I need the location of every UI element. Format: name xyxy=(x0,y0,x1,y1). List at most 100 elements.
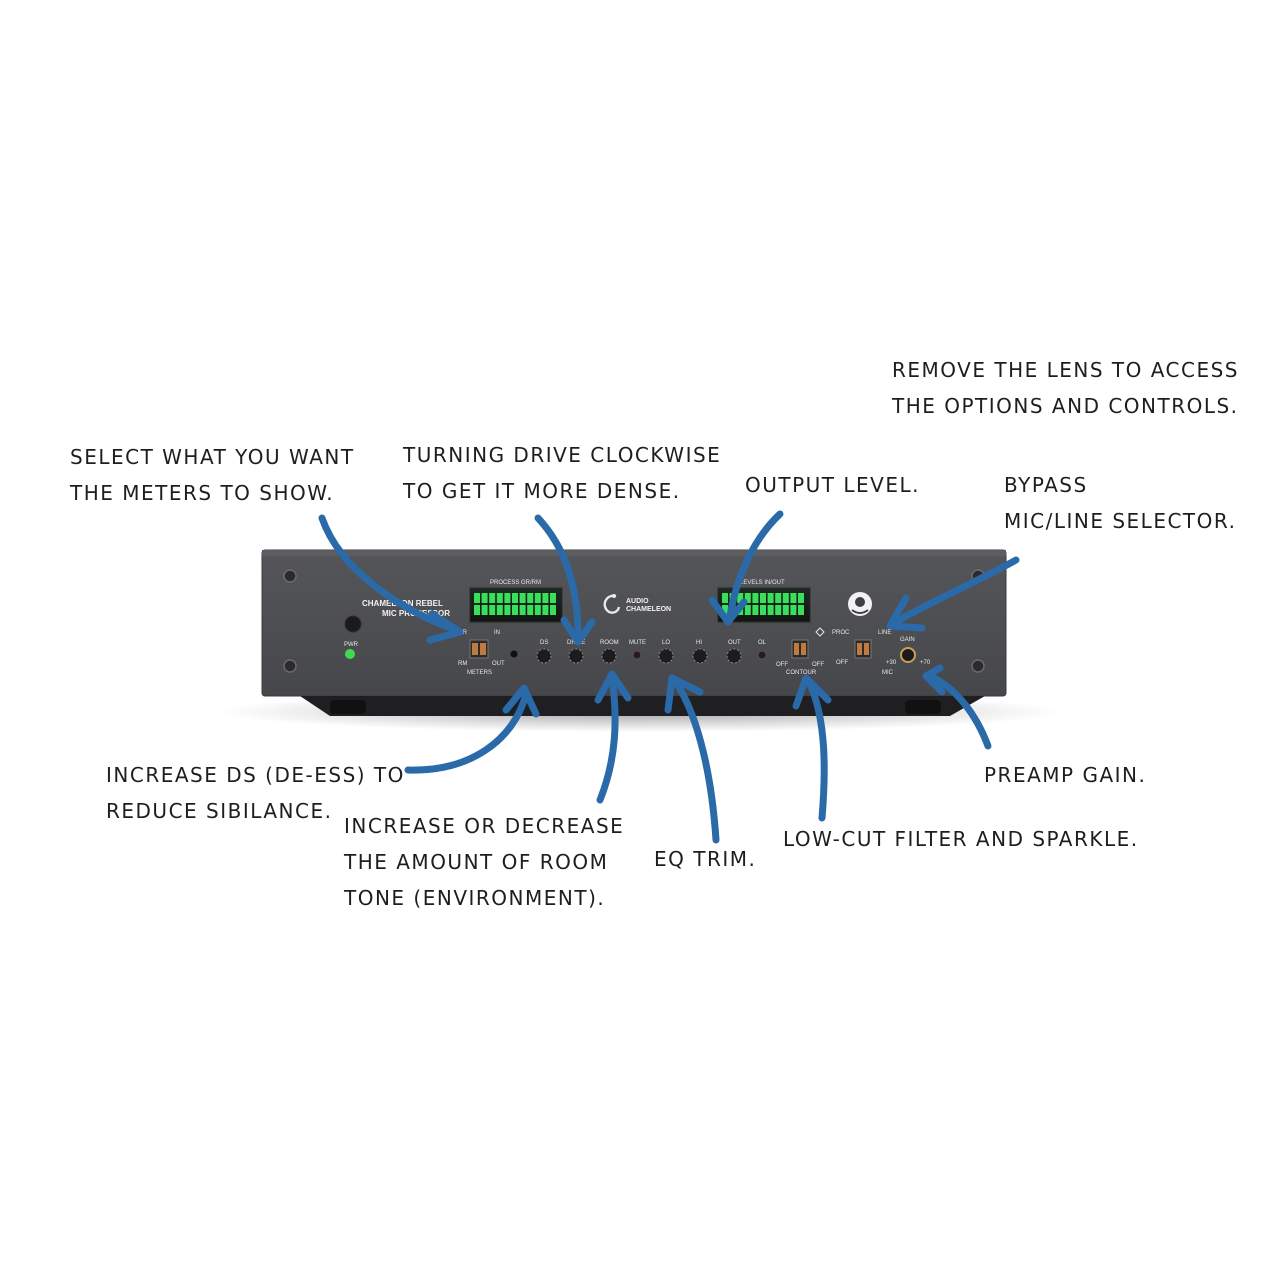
meter-left-segment xyxy=(550,593,556,603)
meters-rm-label: RM xyxy=(458,661,467,667)
power-button[interactable] xyxy=(344,615,362,633)
mute-button[interactable]: MUTE xyxy=(629,640,646,660)
meter-left-segment xyxy=(512,605,518,615)
brand-line2: CHAMELEON xyxy=(626,606,671,613)
note-output-line1: OUTPUT LEVEL. xyxy=(745,473,920,497)
meter-right-segment xyxy=(790,593,797,603)
arrow-meters xyxy=(318,514,464,644)
meter-right-segment xyxy=(744,605,751,615)
mic-label: MIC xyxy=(882,670,894,676)
knob-hi[interactable]: HI xyxy=(692,640,708,664)
note-bypass-line2: MIC/LINE SELECTOR. xyxy=(1004,509,1237,533)
knob-room[interactable]: ROOM xyxy=(600,640,619,664)
meters-led xyxy=(510,650,518,658)
note-lowcut-line1: LOW-CUT FILTER AND SPARKLE. xyxy=(783,827,1139,851)
note-lens: REMOVE THE LENS TO ACCESS THE OPTIONS AN… xyxy=(892,352,1239,424)
meter-right-segment xyxy=(760,593,766,603)
meter-right-segment xyxy=(782,605,789,615)
svg-text:DS: DS xyxy=(540,640,548,646)
meter-right-segment xyxy=(744,593,751,603)
note-room-line2: THE AMOUNT OF ROOM xyxy=(344,850,609,874)
arrow-eq xyxy=(664,674,720,844)
note-meters-line2: THE METERS TO SHOW. xyxy=(70,481,335,505)
off-label: OFF xyxy=(836,660,848,666)
note-bypass-line1: BYPASS xyxy=(1004,473,1088,497)
svg-text:OL: OL xyxy=(758,640,767,646)
meter-right-title: LEVELS IN/OUT xyxy=(740,580,785,586)
knob-lo[interactable]: LO xyxy=(658,640,674,664)
meter-right-segment xyxy=(798,593,804,603)
meter-left-segment xyxy=(550,605,556,615)
meter-left-title: PROCESS GR/RM xyxy=(490,580,541,586)
note-room-line1: INCREASE OR DECREASE xyxy=(344,814,625,838)
meter-left-segment xyxy=(542,605,549,615)
meter-left-segments xyxy=(474,593,556,615)
meter-right-segment xyxy=(767,593,774,603)
lens-emblem-icon[interactable] xyxy=(848,592,872,616)
gain-min-label: +30 xyxy=(886,660,897,666)
meters-in-label: IN xyxy=(494,630,500,636)
meter-right-segment xyxy=(790,605,797,615)
meter-right-segment xyxy=(752,593,759,603)
note-ds-line2: REDUCE SIBILANCE. xyxy=(106,799,333,823)
pwr-label: PWR xyxy=(344,642,359,648)
note-meters-select: SELECT WHAT YOU WANT THE METERS TO SHOW. xyxy=(70,439,355,511)
svg-text:OUT: OUT xyxy=(728,640,741,646)
meters-out-label: OUT xyxy=(492,661,505,667)
arrow-bypass xyxy=(886,556,1020,632)
note-eq-line1: EQ TRIM. xyxy=(654,847,757,871)
meter-right-segment xyxy=(752,605,759,615)
meter-right-segment xyxy=(722,593,728,603)
note-output: OUTPUT LEVEL. xyxy=(745,467,920,503)
arrow-ds xyxy=(404,684,540,774)
arrow-room xyxy=(594,670,632,804)
svg-text:HI: HI xyxy=(696,640,702,646)
arrow-lowcut xyxy=(792,674,832,822)
meter-left-segment xyxy=(504,605,511,615)
meters-label: METERS xyxy=(467,670,492,676)
meter-left-segment xyxy=(534,605,541,615)
note-lens-line1: REMOVE THE LENS TO ACCESS xyxy=(892,358,1240,382)
audio-chameleon-logo-icon xyxy=(603,594,621,614)
meter-right-segment xyxy=(767,605,774,615)
chassis xyxy=(261,549,1007,716)
proc-label: PROC xyxy=(832,630,850,636)
foot-right xyxy=(905,700,941,714)
meter-left-segment xyxy=(534,593,541,603)
svg-text:LO: LO xyxy=(662,640,670,646)
note-lens-line2: THE OPTIONS AND CONTROLS. xyxy=(892,394,1239,418)
meter-left-segment xyxy=(474,593,480,603)
meter-right-segment xyxy=(798,605,804,615)
note-gain-line1: PREAMP GAIN. xyxy=(984,763,1147,787)
svg-text:MUTE: MUTE xyxy=(629,640,646,646)
svg-text:ROOM: ROOM xyxy=(600,640,619,646)
meter-right-segment xyxy=(775,605,782,615)
meter-left-segment xyxy=(519,605,526,615)
brand-line1: AUDIO xyxy=(626,598,649,605)
note-room: INCREASE OR DECREASE THE AMOUNT OF ROOM … xyxy=(344,808,624,916)
meter-left-segment xyxy=(504,593,511,603)
meter-left-segment xyxy=(474,605,480,615)
note-drive-line1: TURNING DRIVE CLOCKWISE xyxy=(403,443,722,467)
note-bypass: BYPASS MIC/LINE SELECTOR. xyxy=(1004,467,1236,539)
meter-left-segment xyxy=(481,593,488,603)
meter-left-segment xyxy=(481,605,488,615)
note-drive-line2: TO GET IT MORE DENSE. xyxy=(403,479,681,503)
note-lowcut: LOW-CUT FILTER AND SPARKLE. xyxy=(783,821,1139,857)
note-gain: PREAMP GAIN. xyxy=(984,757,1146,793)
knob-ds[interactable]: DS xyxy=(536,640,552,664)
meter-left-segment xyxy=(512,593,518,603)
meter-left-segment xyxy=(489,593,496,603)
sparkle-icon xyxy=(815,627,825,637)
knob-out[interactable]: OUT xyxy=(726,640,742,664)
gain-max-label: +70 xyxy=(920,660,931,666)
meter-left-segment xyxy=(519,593,526,603)
meter-right-segment xyxy=(775,593,782,603)
gain-knob[interactable] xyxy=(900,647,916,663)
foot-left xyxy=(330,700,366,714)
arrow-output xyxy=(708,510,784,626)
pwr-led xyxy=(345,649,355,659)
meter-left-segment xyxy=(489,605,496,615)
arrow-drive xyxy=(534,514,596,646)
